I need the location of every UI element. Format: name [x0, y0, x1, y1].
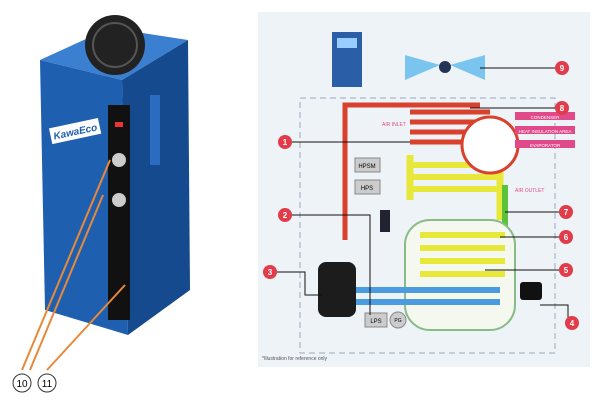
schematic: CONDENSER HEAT INSULATION AREA EVAPORATO…	[258, 12, 590, 367]
callout-5: 5	[559, 263, 573, 277]
callout-3: 3	[263, 265, 277, 279]
callout-8: 8	[555, 101, 569, 115]
pressure-gauge	[112, 193, 126, 207]
callout-1: 1	[278, 135, 292, 149]
disclaimer: *Illustration for reference only	[262, 356, 328, 362]
callout-2: 2	[278, 208, 292, 222]
svg-text:PG: PG	[394, 318, 401, 324]
fan-icon	[405, 55, 485, 80]
svg-text:7: 7	[564, 208, 569, 217]
svg-text:HPS: HPS	[361, 186, 373, 192]
svg-text:9: 9	[560, 64, 565, 73]
callout-markers: 1 2 3 4 5 6 7 8 9	[263, 61, 579, 330]
callout-11: 11	[37, 373, 57, 393]
svg-text:4: 4	[570, 319, 575, 328]
svg-text:CONDENSER: CONDENSER	[531, 115, 561, 120]
svg-text:3: 3	[268, 268, 273, 277]
dryer-cabinet: KawaEco	[21, 15, 190, 371]
svg-text:8: 8	[560, 104, 565, 113]
callout-9: 9	[555, 61, 569, 75]
pressure-gauge	[112, 153, 126, 167]
svg-text:2: 2	[283, 211, 288, 220]
callout-4: 4	[565, 316, 579, 330]
svg-text:11: 11	[42, 379, 53, 390]
svg-text:5: 5	[564, 266, 569, 275]
control-panel	[108, 105, 130, 320]
callout-6: 6	[559, 230, 573, 244]
callout-7: 7	[559, 205, 573, 219]
svg-text:6: 6	[564, 233, 569, 242]
compressor	[318, 262, 356, 317]
air-inlet-label: AIR INLET	[382, 122, 406, 128]
air-outlet-label: AIR OUTLET	[515, 188, 544, 194]
svg-text:10: 10	[16, 379, 28, 390]
svg-text:1: 1	[283, 138, 288, 147]
svg-text:LPS: LPS	[370, 319, 381, 325]
callout-10: 10	[12, 373, 32, 393]
svg-text:HEAT INSULATION AREA: HEAT INSULATION AREA	[519, 129, 572, 134]
svg-text:HPSM: HPSM	[358, 164, 375, 170]
drain-valve	[520, 282, 542, 300]
svg-text:EVAPORATOR: EVAPORATOR	[530, 143, 561, 148]
